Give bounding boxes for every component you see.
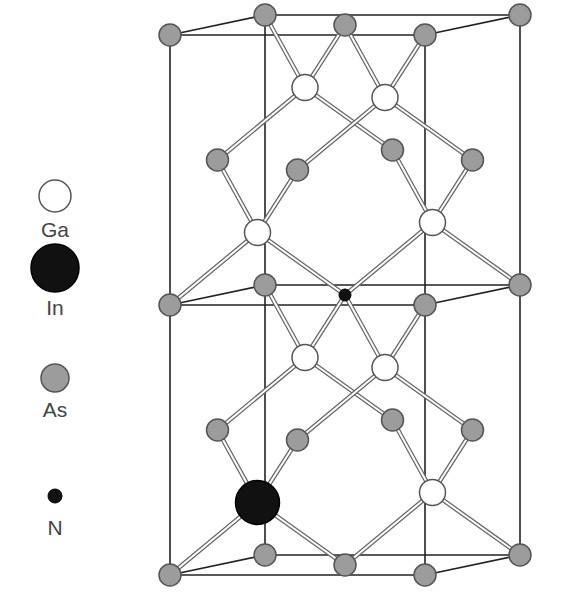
bond bbox=[345, 493, 433, 566]
atom bbox=[254, 4, 276, 26]
atom bbox=[159, 294, 181, 316]
atom bbox=[462, 149, 484, 171]
cell-edge bbox=[170, 304, 425, 306]
atom bbox=[372, 85, 398, 111]
bond bbox=[298, 368, 386, 441]
atom bbox=[287, 159, 309, 181]
atom bbox=[372, 355, 398, 381]
cell-edge bbox=[170, 34, 425, 36]
atom bbox=[509, 274, 531, 296]
legend-symbol bbox=[48, 489, 62, 503]
bond bbox=[433, 223, 521, 286]
bond bbox=[298, 98, 386, 171]
legend-symbol bbox=[41, 364, 69, 392]
atom bbox=[334, 554, 356, 576]
atom bbox=[414, 564, 436, 586]
atom bbox=[292, 75, 318, 101]
atom bbox=[382, 409, 404, 431]
atom bbox=[159, 564, 181, 586]
bond bbox=[345, 223, 433, 296]
bond bbox=[218, 358, 306, 431]
atom bbox=[236, 481, 280, 525]
bond bbox=[433, 493, 521, 556]
cell-edge bbox=[425, 15, 520, 35]
legend-label: In bbox=[15, 296, 95, 319]
bond bbox=[218, 88, 306, 161]
cell-edge bbox=[170, 15, 265, 35]
atom bbox=[420, 210, 446, 236]
atom bbox=[254, 274, 276, 296]
atom bbox=[207, 419, 229, 441]
atom bbox=[292, 345, 318, 371]
legend-symbol bbox=[31, 244, 79, 292]
atom bbox=[462, 419, 484, 441]
cell-edge bbox=[425, 555, 520, 575]
bond bbox=[433, 223, 521, 286]
atom bbox=[414, 294, 436, 316]
atom bbox=[509, 544, 531, 566]
atom bbox=[159, 24, 181, 46]
bond bbox=[298, 368, 386, 441]
atom bbox=[287, 429, 309, 451]
atom bbox=[382, 139, 404, 161]
bond bbox=[345, 493, 433, 566]
atom bbox=[420, 480, 446, 506]
cell-edge bbox=[265, 14, 520, 16]
bond bbox=[218, 358, 306, 431]
bond bbox=[433, 493, 521, 556]
atom bbox=[207, 149, 229, 171]
atom bbox=[254, 544, 276, 566]
bond bbox=[345, 223, 433, 296]
atom bbox=[509, 4, 531, 26]
cell-edge bbox=[170, 574, 425, 576]
legend-symbol bbox=[39, 180, 71, 212]
atom bbox=[245, 220, 271, 246]
atom bbox=[334, 14, 356, 36]
cell-edge bbox=[425, 285, 520, 305]
atom bbox=[414, 24, 436, 46]
cell-edge bbox=[265, 284, 520, 286]
legend-label: Ga bbox=[15, 218, 95, 241]
bond bbox=[298, 98, 386, 171]
legend-label: As bbox=[15, 398, 95, 421]
legend-label: N bbox=[15, 516, 95, 539]
bond bbox=[170, 233, 258, 306]
atom bbox=[339, 289, 351, 301]
bond bbox=[170, 233, 258, 306]
bond bbox=[218, 88, 306, 161]
cell-edge bbox=[265, 554, 520, 556]
